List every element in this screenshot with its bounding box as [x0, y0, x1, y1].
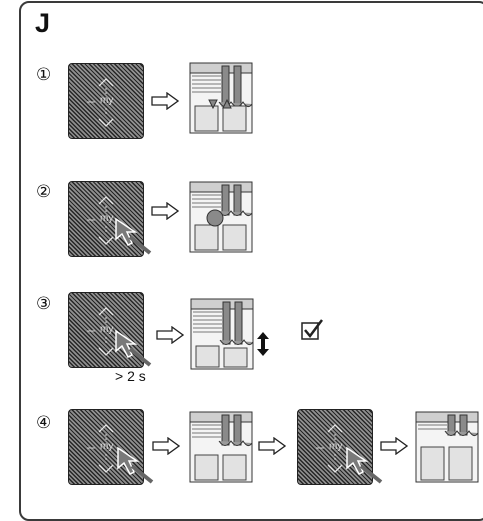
window-with-awning-icon	[189, 62, 253, 134]
section-letter: J	[35, 8, 51, 38]
remote-buttons-icon	[87, 78, 114, 127]
step-2-remote: my	[68, 181, 144, 257]
remote-buttons-icon	[87, 307, 114, 356]
outline-arrow-right-icon	[151, 92, 179, 110]
press-duration-label: > 2 s	[115, 368, 146, 384]
outline-arrow-right-icon	[152, 437, 180, 455]
up-down-arrow-icon	[257, 332, 269, 356]
hand-pointer-icon	[115, 217, 152, 255]
window-with-awning-icon	[190, 298, 254, 370]
step-1-number: ①	[36, 65, 52, 85]
outline-arrow-right-icon	[156, 326, 184, 344]
step-4-number: ④	[36, 413, 52, 433]
checkmark-box-icon	[301, 319, 323, 340]
remote-buttons-icon	[87, 196, 114, 245]
my-button-label: my	[100, 213, 114, 224]
outline-arrow-right-icon	[258, 437, 286, 455]
window-with-awning-icon	[415, 411, 479, 483]
step-2-number: ②	[36, 182, 52, 202]
hand-pointer-icon	[115, 329, 152, 367]
my-button-label: my	[329, 441, 343, 452]
step-3-number: ③	[36, 294, 52, 314]
step-1-remote: my	[68, 63, 144, 139]
outline-arrow-right-icon	[151, 202, 179, 220]
my-button-label: my	[100, 441, 114, 452]
outline-arrow-right-icon	[380, 437, 408, 455]
window-with-awning-icon	[189, 411, 253, 483]
my-button-label: my	[100, 324, 114, 335]
hand-pointer-icon	[346, 446, 383, 484]
remote-buttons-icon	[87, 424, 114, 473]
my-button-label: my	[100, 95, 114, 106]
window-with-awning-icon	[189, 181, 253, 253]
remote-buttons-icon	[316, 424, 343, 473]
hand-pointer-icon	[117, 446, 154, 484]
